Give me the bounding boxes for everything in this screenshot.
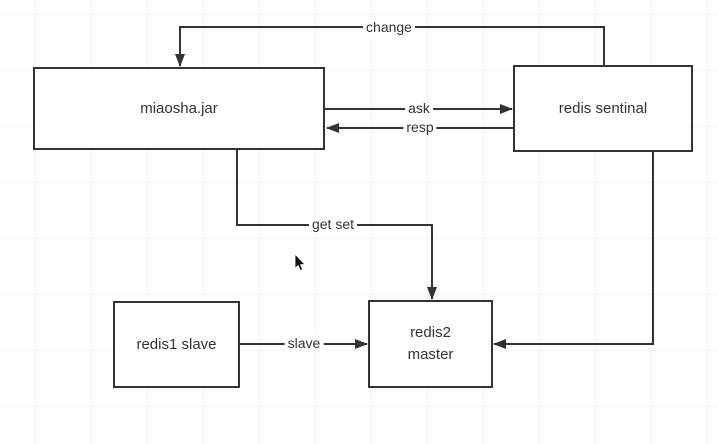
node-redis-sentinal[interactable]: redis sentinal — [513, 65, 693, 152]
connector-sentinal-to-master — [493, 152, 654, 349]
edge-label-resp: resp — [403, 119, 437, 135]
edge-label-slave: slave — [284, 335, 324, 351]
node-redis2-master[interactable]: redis2 master — [368, 300, 493, 388]
edge-label-change: change — [363, 19, 415, 35]
edge-label-get-set: get set — [308, 216, 358, 232]
mouse-cursor-icon — [294, 254, 306, 272]
node-redis1-slave[interactable]: redis1 slave — [113, 301, 240, 388]
edge-label-ask: ask — [405, 100, 433, 116]
node-miaosha-jar[interactable]: miaosha.jar — [33, 67, 325, 150]
